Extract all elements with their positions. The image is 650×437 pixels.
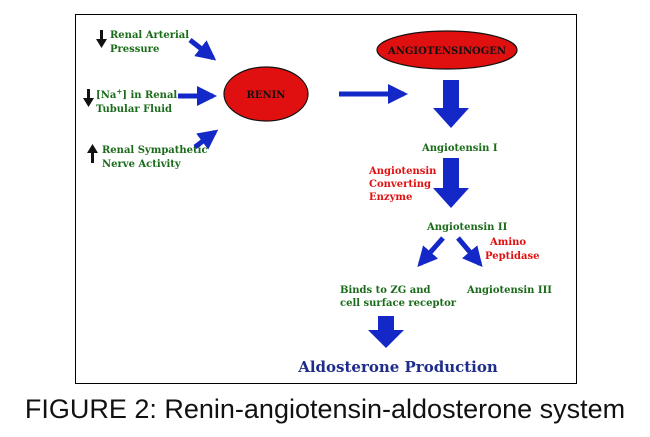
input-renal-sympathetic-activity: Renal Sympathetic Nerve Activity bbox=[87, 144, 208, 170]
receptor-binding-label: Binds to ZG and cell surface receptor bbox=[340, 285, 457, 309]
ace-enzyme-label: Angiotensin Converting Enzyme bbox=[368, 166, 437, 203]
input-label: Renal Arterial bbox=[110, 30, 189, 41]
arrow-down bbox=[368, 316, 404, 348]
input-label: Pressure bbox=[110, 44, 159, 55]
input-label: Nerve Activity bbox=[102, 159, 182, 170]
angiotensin-3-label: Angiotensin III bbox=[466, 285, 552, 296]
aldosterone-production-label: Aldosterone Production bbox=[297, 358, 498, 376]
svg-text:Binds to ZG and: Binds to ZG and bbox=[340, 285, 430, 296]
arrow-to-angiotensin-3 bbox=[456, 236, 483, 268]
input-sodium-tubular-fluid: [Na+] in Renal Tubular Fluid bbox=[83, 87, 177, 115]
decrease-arrow-icon bbox=[83, 89, 94, 107]
svg-text:Angiotensin: Angiotensin bbox=[368, 166, 437, 177]
figure-caption: FIGURE 2: Renin-angiotensin-aldosterone … bbox=[24, 394, 626, 424]
amino-peptidase-label: Amino Peptidase bbox=[485, 237, 540, 262]
angiotensin-2-label: Angiotensin II bbox=[426, 222, 508, 233]
increase-arrow-icon bbox=[87, 144, 98, 163]
angiotensinogen-label: ANGIOTENSINOGEN bbox=[387, 46, 506, 57]
arrow-to-renin bbox=[193, 129, 219, 150]
input-label: Tubular Fluid bbox=[96, 104, 172, 115]
figure-frame bbox=[75, 14, 577, 384]
arrow-down bbox=[433, 80, 469, 128]
angiotensinogen-node: ANGIOTENSINOGEN bbox=[376, 30, 518, 70]
input-renal-arterial-pressure: Renal Arterial Pressure bbox=[96, 30, 189, 55]
renin-node: RENIN bbox=[223, 66, 309, 122]
svg-text:Peptidase: Peptidase bbox=[485, 251, 540, 262]
input-label: [Na+] in Renal bbox=[96, 87, 177, 101]
svg-text:cell surface receptor: cell surface receptor bbox=[340, 298, 457, 309]
renin-label: RENIN bbox=[247, 90, 286, 101]
svg-text:Converting: Converting bbox=[369, 179, 431, 190]
arrow-down bbox=[433, 158, 469, 208]
arrow-to-receptor bbox=[417, 236, 445, 267]
svg-text:Enzyme: Enzyme bbox=[369, 192, 412, 203]
arrow-to-renin bbox=[188, 38, 217, 61]
decrease-arrow-icon bbox=[96, 30, 107, 48]
angiotensin-1-label: Angiotensin I bbox=[421, 143, 498, 154]
svg-text:Amino: Amino bbox=[489, 237, 526, 248]
input-label: Renal Sympathetic bbox=[102, 145, 208, 156]
